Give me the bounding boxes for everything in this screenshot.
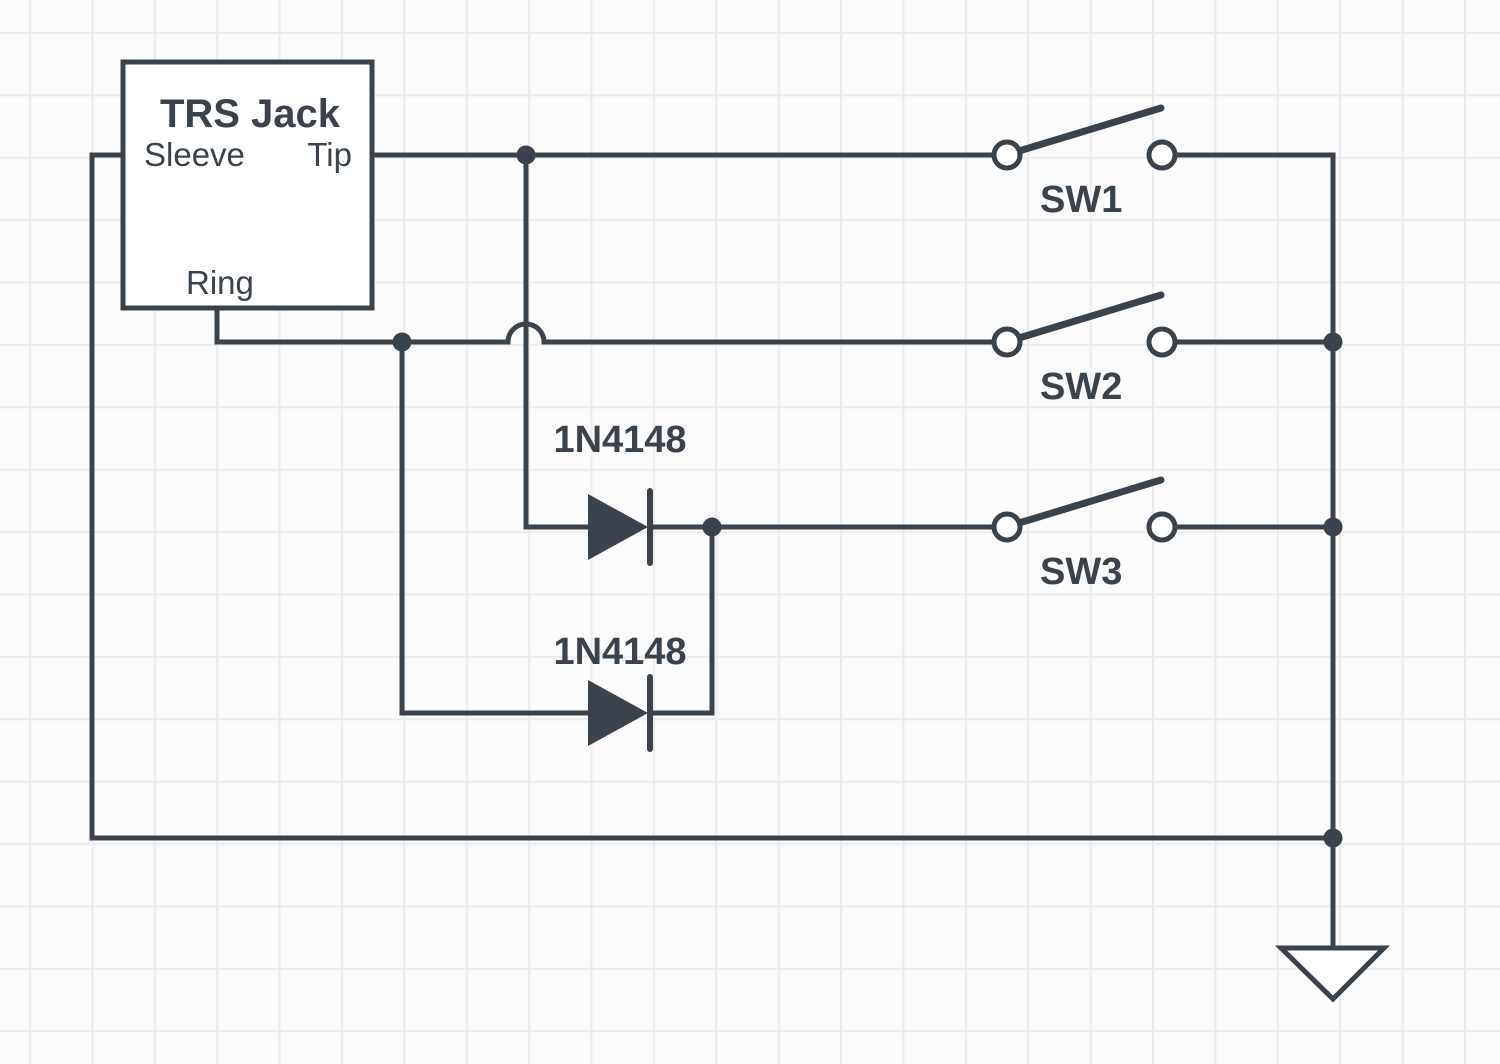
junction-dot xyxy=(1323,828,1343,848)
switch-terminal-left xyxy=(991,139,1023,171)
diode-label: 1N4148 xyxy=(553,419,686,461)
diode-2: 1N4148 xyxy=(553,631,687,752)
pin-label-sleeve: Sleeve xyxy=(144,136,245,173)
switch-sw1: SW1 xyxy=(991,104,1178,221)
trs-jack-component: TRS Jack Sleeve Tip Ring xyxy=(120,59,375,311)
switch-label: SW2 xyxy=(1040,366,1122,408)
trs-jack-title: TRS Jack xyxy=(160,92,341,136)
switch-terminal-right xyxy=(1146,139,1178,171)
switch-label: SW1 xyxy=(1040,179,1122,221)
switch-lever xyxy=(1015,291,1165,342)
wire-sleeve xyxy=(89,152,1336,841)
trs-jack-box xyxy=(120,59,375,311)
wire-tip-drop-diode1 xyxy=(523,152,591,530)
switch-terminal-right xyxy=(1146,326,1178,358)
pin-label-ring: Ring xyxy=(186,264,254,301)
wire-ring xyxy=(214,305,997,345)
switch-terminal-left xyxy=(991,326,1023,358)
diode-label: 1N4148 xyxy=(553,631,686,673)
junction-dot xyxy=(1323,332,1343,352)
wire-ring-drop-diode2 xyxy=(399,339,591,716)
ground-triangle xyxy=(1274,945,1391,1003)
diode-1: 1N4148 xyxy=(553,419,687,566)
switch-lever xyxy=(1015,476,1165,527)
ground-symbol-icon xyxy=(1274,945,1391,1003)
diode-triangle-icon xyxy=(588,494,648,560)
diode-triangle-icon xyxy=(588,680,648,746)
junction-dot xyxy=(516,145,536,165)
junction-dot xyxy=(1323,517,1343,537)
switch-terminal-left xyxy=(991,511,1023,543)
switch-label: SW3 xyxy=(1040,551,1122,593)
switch-lever xyxy=(1015,104,1165,155)
switch-terminal-right xyxy=(1146,511,1178,543)
switch-sw3: SW3 xyxy=(991,476,1178,593)
junction-dot xyxy=(702,517,722,537)
pin-label-tip: Tip xyxy=(307,136,352,173)
junction-dot xyxy=(392,332,412,352)
switch-sw2: SW2 xyxy=(991,291,1178,408)
wire-ground-bus xyxy=(1172,152,1336,951)
